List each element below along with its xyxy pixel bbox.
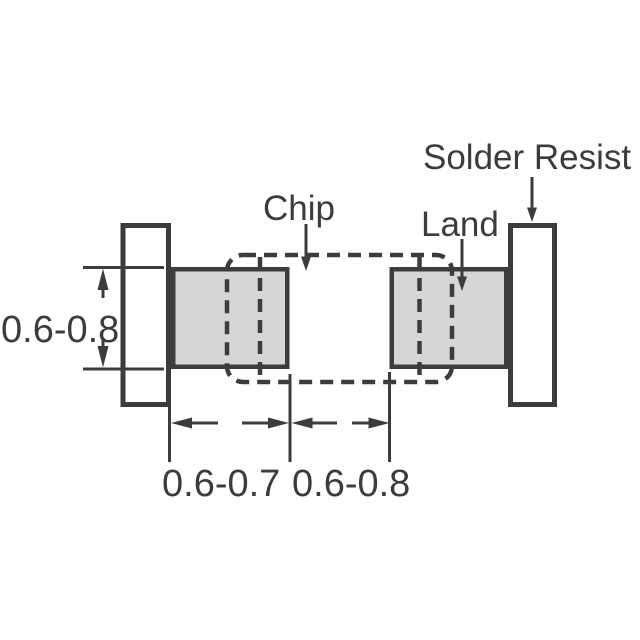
pad-gap-dimension-label: 0.6-0.8 <box>292 463 410 505</box>
arrow-left-icon <box>291 417 313 429</box>
solder-resist-right-rect <box>508 223 557 407</box>
arrow-down-icon <box>527 207 537 222</box>
arrow-up-icon <box>97 268 109 290</box>
arrow-down-icon <box>97 346 109 368</box>
land-label: Land <box>421 205 499 244</box>
solder-resist-left-rect <box>120 223 171 407</box>
arrow-down-icon <box>301 256 311 271</box>
pad-width-dimension-label: 0.6-0.7 <box>162 463 280 505</box>
land-pad-right <box>389 267 509 369</box>
solder-resist-label: Solder Resist <box>423 138 631 177</box>
chip-outline-dashed <box>224 252 455 385</box>
arrow-down-icon <box>457 276 467 291</box>
land-pad-left <box>171 267 290 369</box>
arrow-left-icon <box>171 417 192 429</box>
chip-label: Chip <box>263 189 335 228</box>
arrow-right-icon <box>368 417 390 429</box>
pad-height-dimension-label: 0.6-0.8 <box>1 309 119 351</box>
arrow-right-icon <box>268 417 289 429</box>
